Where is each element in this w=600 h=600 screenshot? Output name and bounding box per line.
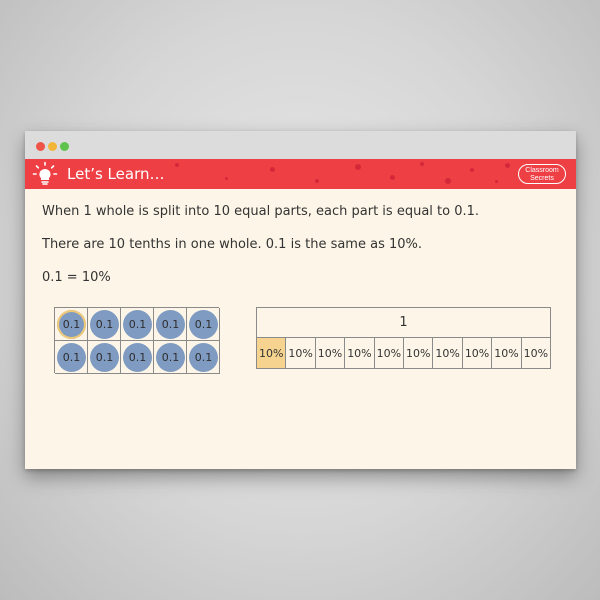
bar-part: 10% xyxy=(286,338,316,368)
tenth-counter: 0.1 xyxy=(189,310,218,339)
close-window-button[interactable] xyxy=(36,142,45,151)
bar-part: 10% xyxy=(375,338,405,368)
lesson-line-3: 0.1 = 10% xyxy=(42,270,111,285)
tenth-counter: 0.1 xyxy=(90,343,119,372)
tenth-counter: 0.1 xyxy=(57,310,86,339)
bar-part: 10% xyxy=(257,338,287,368)
bar-part: 10% xyxy=(492,338,522,368)
grid-cell: 0.1 xyxy=(88,308,121,341)
bar-part: 10% xyxy=(523,346,549,360)
grid-cell: 0.1 xyxy=(187,341,220,374)
bar-part: 10% xyxy=(345,338,375,368)
lesson-line-2: There are 10 tenths in one whole. 0.1 is… xyxy=(42,237,423,252)
tenth-counter: 0.1 xyxy=(156,343,185,372)
tenth-counter: 0.1 xyxy=(189,343,218,372)
grid-cell: 0.1 xyxy=(55,308,88,341)
tenth-counter: 0.1 xyxy=(156,310,185,339)
grid-cell: 0.1 xyxy=(121,341,154,374)
tenth-counter: 0.1 xyxy=(90,310,119,339)
bar-part: 10% xyxy=(433,338,463,368)
lesson-line-1: When 1 whole is split into 10 equal part… xyxy=(42,204,480,219)
bar-model: 1 10%10%10%10%10%10%10%10%10%10% xyxy=(256,307,551,369)
maximize-window-button[interactable] xyxy=(60,142,69,151)
bar-parts-row: 10%10%10%10%10%10%10%10%10%10% xyxy=(257,338,550,368)
grid-cell: 0.1 xyxy=(121,308,154,341)
bar-whole-label: 1 xyxy=(257,308,550,338)
grid-cell: 0.1 xyxy=(154,308,187,341)
grid-cell: 0.1 xyxy=(55,341,88,374)
grid-cell: 0.1 xyxy=(187,308,220,341)
bar-part: 10% xyxy=(463,338,493,368)
bar-part: 10% xyxy=(404,338,434,368)
tenth-counter: 0.1 xyxy=(123,310,152,339)
bar-part: 10% xyxy=(316,338,346,368)
grid-cell: 0.1 xyxy=(88,341,121,374)
lesson-content: When 1 whole is split into 10 equal part… xyxy=(25,189,576,469)
minimize-window-button[interactable] xyxy=(48,142,57,151)
window-titlebar xyxy=(25,131,576,159)
lightbulb-icon xyxy=(32,161,58,185)
tenth-counter: 0.1 xyxy=(123,343,152,372)
banner-title: Let’s Learn… xyxy=(67,165,165,183)
grid-cell: 0.1 xyxy=(154,341,187,374)
tenth-counter: 0.1 xyxy=(57,343,86,372)
